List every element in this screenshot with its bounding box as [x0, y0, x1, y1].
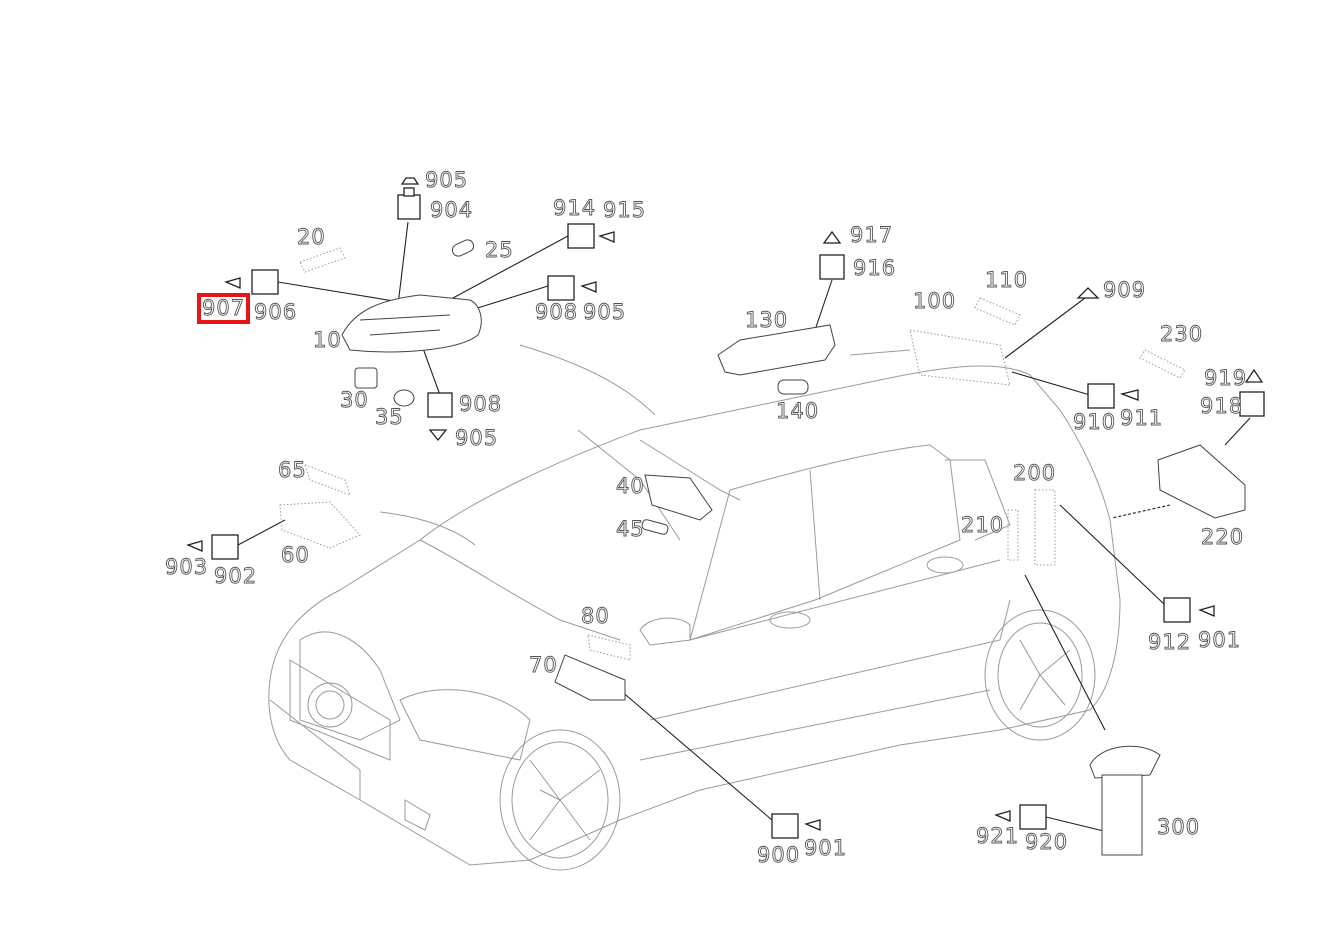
callout-909[interactable]: 909 — [1103, 278, 1147, 302]
callout-30[interactable]: 30 — [340, 388, 369, 412]
part-80 — [587, 634, 631, 661]
part-60 — [279, 501, 361, 549]
callout-902[interactable]: 902 — [214, 564, 258, 588]
callout-20[interactable]: 20 — [297, 225, 326, 249]
car-body-outline — [268, 344, 1121, 871]
callout-908a[interactable]: 908 — [535, 300, 579, 324]
callout-910[interactable]: 910 — [1073, 410, 1117, 434]
callout-912[interactable]: 912 — [1148, 630, 1192, 654]
callout-920[interactable]: 920 — [1025, 830, 1069, 854]
callout-906[interactable]: 906 — [254, 300, 298, 324]
callout-210[interactable]: 210 — [961, 513, 1005, 537]
callout-918[interactable]: 918 — [1200, 394, 1244, 418]
callout-220[interactable]: 220 — [1201, 525, 1245, 549]
callout-70[interactable]: 70 — [529, 653, 558, 677]
callout-905b[interactable]: 905 — [583, 300, 627, 324]
callout-905c[interactable]: 905 — [455, 426, 499, 450]
callout-10[interactable]: 10 — [313, 328, 342, 352]
callout-100[interactable]: 100 — [913, 289, 957, 313]
part-35-bulb — [393, 389, 415, 407]
callout-904[interactable]: 904 — [430, 198, 474, 222]
part-65 — [304, 464, 351, 496]
part-220-lamp — [1157, 444, 1246, 519]
callout-35[interactable]: 35 — [375, 405, 404, 429]
part-230 — [1139, 349, 1186, 379]
callout-907[interactable]: 907 — [196, 293, 251, 324]
callout-300[interactable]: 300 — [1157, 815, 1201, 839]
part-100 — [909, 329, 1011, 386]
callout-921[interactable]: 921 — [976, 824, 1020, 848]
part-40-lamp — [644, 474, 713, 521]
callout-110[interactable]: 110 — [985, 268, 1029, 292]
callout-65[interactable]: 65 — [278, 458, 307, 482]
callout-901a[interactable]: 901 — [1198, 628, 1242, 652]
callout-905a[interactable]: 905 — [425, 168, 469, 192]
callout-25[interactable]: 25 — [485, 238, 514, 262]
callout-45[interactable]: 45 — [616, 517, 645, 541]
callout-917[interactable]: 917 — [850, 223, 894, 247]
callout-140[interactable]: 140 — [776, 399, 820, 423]
callout-903[interactable]: 903 — [165, 555, 209, 579]
callout-900[interactable]: 900 — [757, 843, 801, 867]
callout-916[interactable]: 916 — [853, 256, 897, 280]
callout-40[interactable]: 40 — [616, 474, 645, 498]
callout-60[interactable]: 60 — [281, 543, 310, 567]
callout-200[interactable]: 200 — [1013, 461, 1057, 485]
part-10-dome-light — [341, 294, 482, 353]
part-130-lamp — [717, 324, 836, 376]
part-20 — [299, 247, 346, 273]
part-200 — [1034, 489, 1056, 566]
part-30 — [354, 367, 378, 389]
part-140-bulb — [777, 379, 809, 395]
part-25-bulb — [451, 239, 475, 257]
callout-80[interactable]: 80 — [581, 604, 610, 628]
callout-230[interactable]: 230 — [1160, 322, 1204, 346]
callout-919[interactable]: 919 — [1204, 366, 1248, 390]
part-45-bulb — [641, 519, 669, 535]
part-110 — [974, 297, 1021, 326]
callout-130[interactable]: 130 — [745, 308, 789, 332]
callout-901b[interactable]: 901 — [804, 836, 848, 860]
callout-908b[interactable]: 908 — [459, 392, 503, 416]
callout-914[interactable]: 914 — [553, 196, 597, 220]
callout-911[interactable]: 911 — [1120, 406, 1164, 430]
part-70-lamp — [554, 654, 626, 701]
part-300-socket — [1089, 745, 1161, 856]
callout-915[interactable]: 915 — [603, 198, 647, 222]
part-210 — [1007, 509, 1019, 561]
connector-symbols — [186, 177, 1265, 839]
